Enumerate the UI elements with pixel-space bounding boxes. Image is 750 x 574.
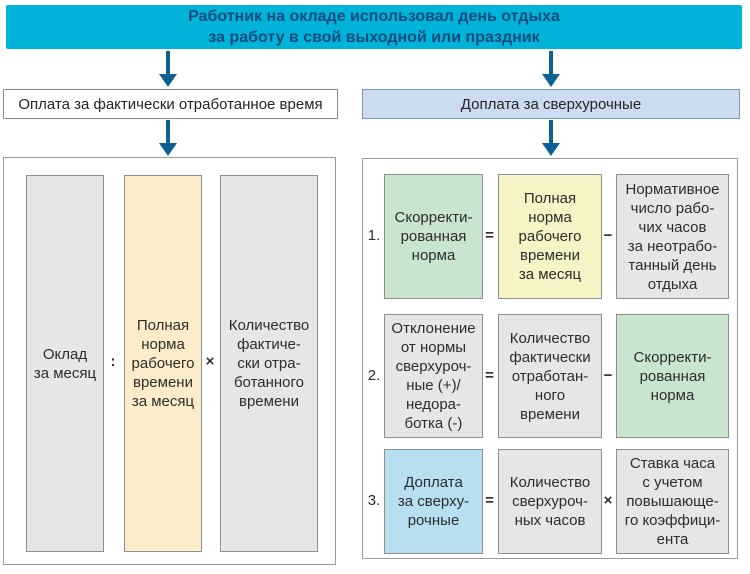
arrow-head [159,74,177,87]
actual-worked-time-box: Количество фактиче- ски отра- ботанного … [220,175,318,552]
overtime-hours-box: Количество сверхуроч- ных часов [498,449,602,554]
norm-deviation-box: Отклонение от нормы сверхуроч- ные (+)/ … [384,314,483,438]
equals-operator: = [485,366,494,384]
arrow-head [159,143,177,156]
actual-worked-time-box: Количество фактически отработан- ного вр… [498,314,602,438]
arrow-stem [549,51,553,74]
down-arrow-icon [542,51,560,87]
full-time-norm-box: Полная норма рабочего времени за месяц [498,174,602,299]
right-formula-panel: 1. Скорректи- рованная норма = Полная но… [362,158,738,559]
normative-hours-box: Нормативное число рабо- чих часов за нео… [616,174,729,299]
full-time-norm-box: Полная норма рабочего времени за месяц [124,175,202,552]
divide-operator: : [110,352,116,370]
down-arrow-icon [542,120,560,156]
formula-row-1: 1. Скорректи- рованная норма = Полная но… [363,174,737,299]
adjusted-norm-box: Скорректи- рованная норма [616,314,729,438]
left-branch-label: Оплата за фактически отработанное время [3,89,338,119]
row-number: 1. [367,227,381,244]
down-arrow-icon [159,120,177,156]
overtime-pay-box: Доплата за сверху- рочные [384,449,483,554]
adjusted-norm-box: Скорректи- рованная норма [384,174,483,299]
formula-row-2: 2. Отклонение от нормы сверхуроч- ные (+… [363,314,737,438]
multiply-operator: × [205,352,215,370]
right-branch-label: Доплата за сверхурочные [362,89,740,119]
down-arrow-icon [159,51,177,87]
left-formula-panel: Оклад за месяц : Полная норма рабочего в… [3,157,336,565]
hour-rate-box: Ставка часа с учетом повышающе- го коэфф… [616,449,729,554]
equals-operator: = [485,492,494,509]
arrow-stem [166,120,170,143]
row-number: 3. [367,492,381,509]
arrow-head [542,143,560,156]
header-banner: Работник на окладе использовал день отды… [6,5,742,49]
minus-operator: − [603,227,613,244]
minus-operator: − [603,366,613,384]
equals-operator: = [485,227,494,244]
arrow-stem [166,51,170,74]
row-number: 2. [367,366,381,384]
arrow-head [542,74,560,87]
formula-row-3: 3. Доплата за сверху- рочные = Количеств… [363,449,737,554]
multiply-operator: × [603,492,613,509]
salary-per-month-box: Оклад за месяц [26,175,104,552]
arrow-stem [549,120,553,143]
